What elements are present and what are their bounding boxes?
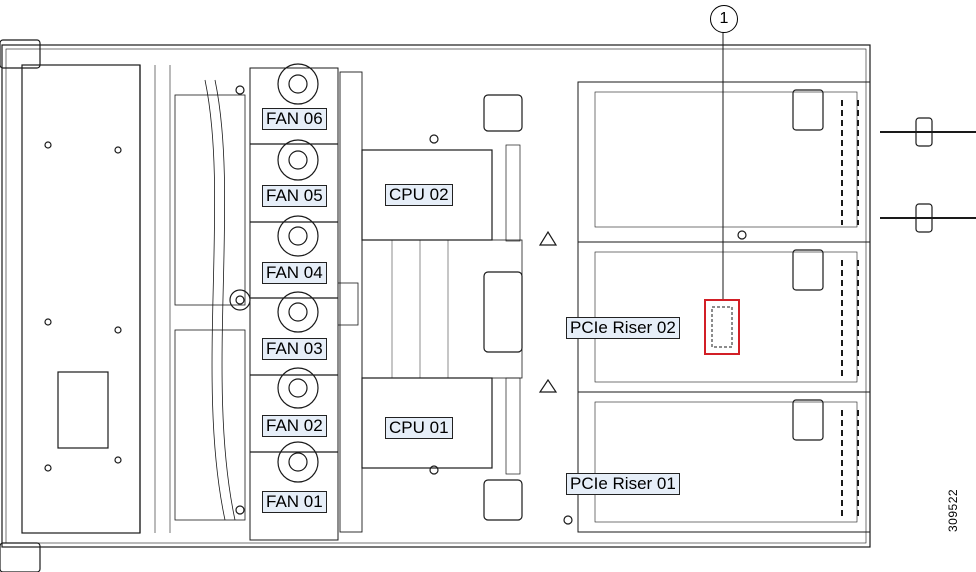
- cpu-01-label: CPU 01: [385, 417, 453, 439]
- latch-knob: [229, 289, 251, 311]
- component-1-outline: [711, 306, 733, 348]
- fan-02-label: FAN 02: [262, 415, 327, 437]
- fan-05-label: FAN 05: [262, 185, 327, 207]
- figure-id: 309522: [946, 488, 960, 532]
- pcie-riser-01-label: PCIe Riser 01: [566, 473, 680, 495]
- pcie-riser-02-label: PCIe Riser 02: [566, 317, 680, 339]
- cpu-02-label: CPU 02: [385, 184, 453, 206]
- fan-03-label: FAN 03: [262, 338, 327, 360]
- chassis-outline: [1, 44, 871, 548]
- drive-bay: [21, 64, 141, 534]
- riser-01-cage: [577, 391, 871, 533]
- callout-number: 1: [710, 5, 738, 33]
- front-panel-window: [57, 371, 109, 449]
- callout-highlight-box: [704, 299, 740, 355]
- fan-06-label: FAN 06: [262, 108, 327, 130]
- rack-ear-bottom: [0, 542, 41, 572]
- fan-01-label: FAN 01: [262, 491, 327, 513]
- riser-cage-top: [577, 81, 871, 243]
- rack-ear-top: [0, 39, 41, 69]
- fan-04-label: FAN 04: [262, 262, 327, 284]
